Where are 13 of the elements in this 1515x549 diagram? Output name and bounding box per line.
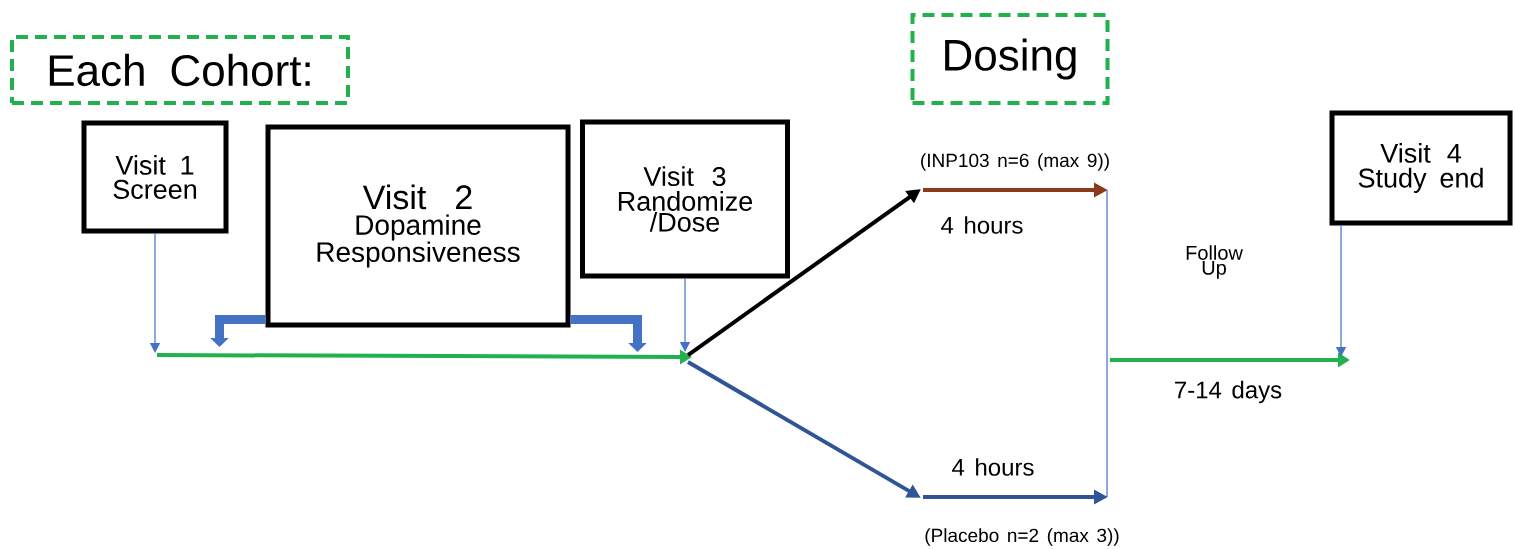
text-label: 4 hours bbox=[941, 216, 1023, 234]
text-label: 4 hours bbox=[952, 458, 1034, 476]
heading-box: Dosing bbox=[910, 13, 1110, 105]
bent-arrow bbox=[570, 315, 647, 352]
text-label: Follow Up bbox=[1186, 245, 1243, 279]
text-label: (INP103 n=6 (max 9)) bbox=[921, 153, 1109, 171]
heading-box: Each Cohort: bbox=[10, 35, 350, 105]
text-label: (Placebo n=2 (max 3)) bbox=[925, 528, 1119, 546]
visit-box: Visit 3 Randomize /Dose bbox=[580, 119, 790, 279]
visit-box: Visit 4 Study end bbox=[1329, 110, 1513, 226]
visit-box: Visit 1 Screen bbox=[81, 120, 229, 234]
visit-box: Visit 2 Dopamine Responsiveness bbox=[265, 124, 571, 328]
text-label: 7-14 days bbox=[1175, 380, 1282, 404]
